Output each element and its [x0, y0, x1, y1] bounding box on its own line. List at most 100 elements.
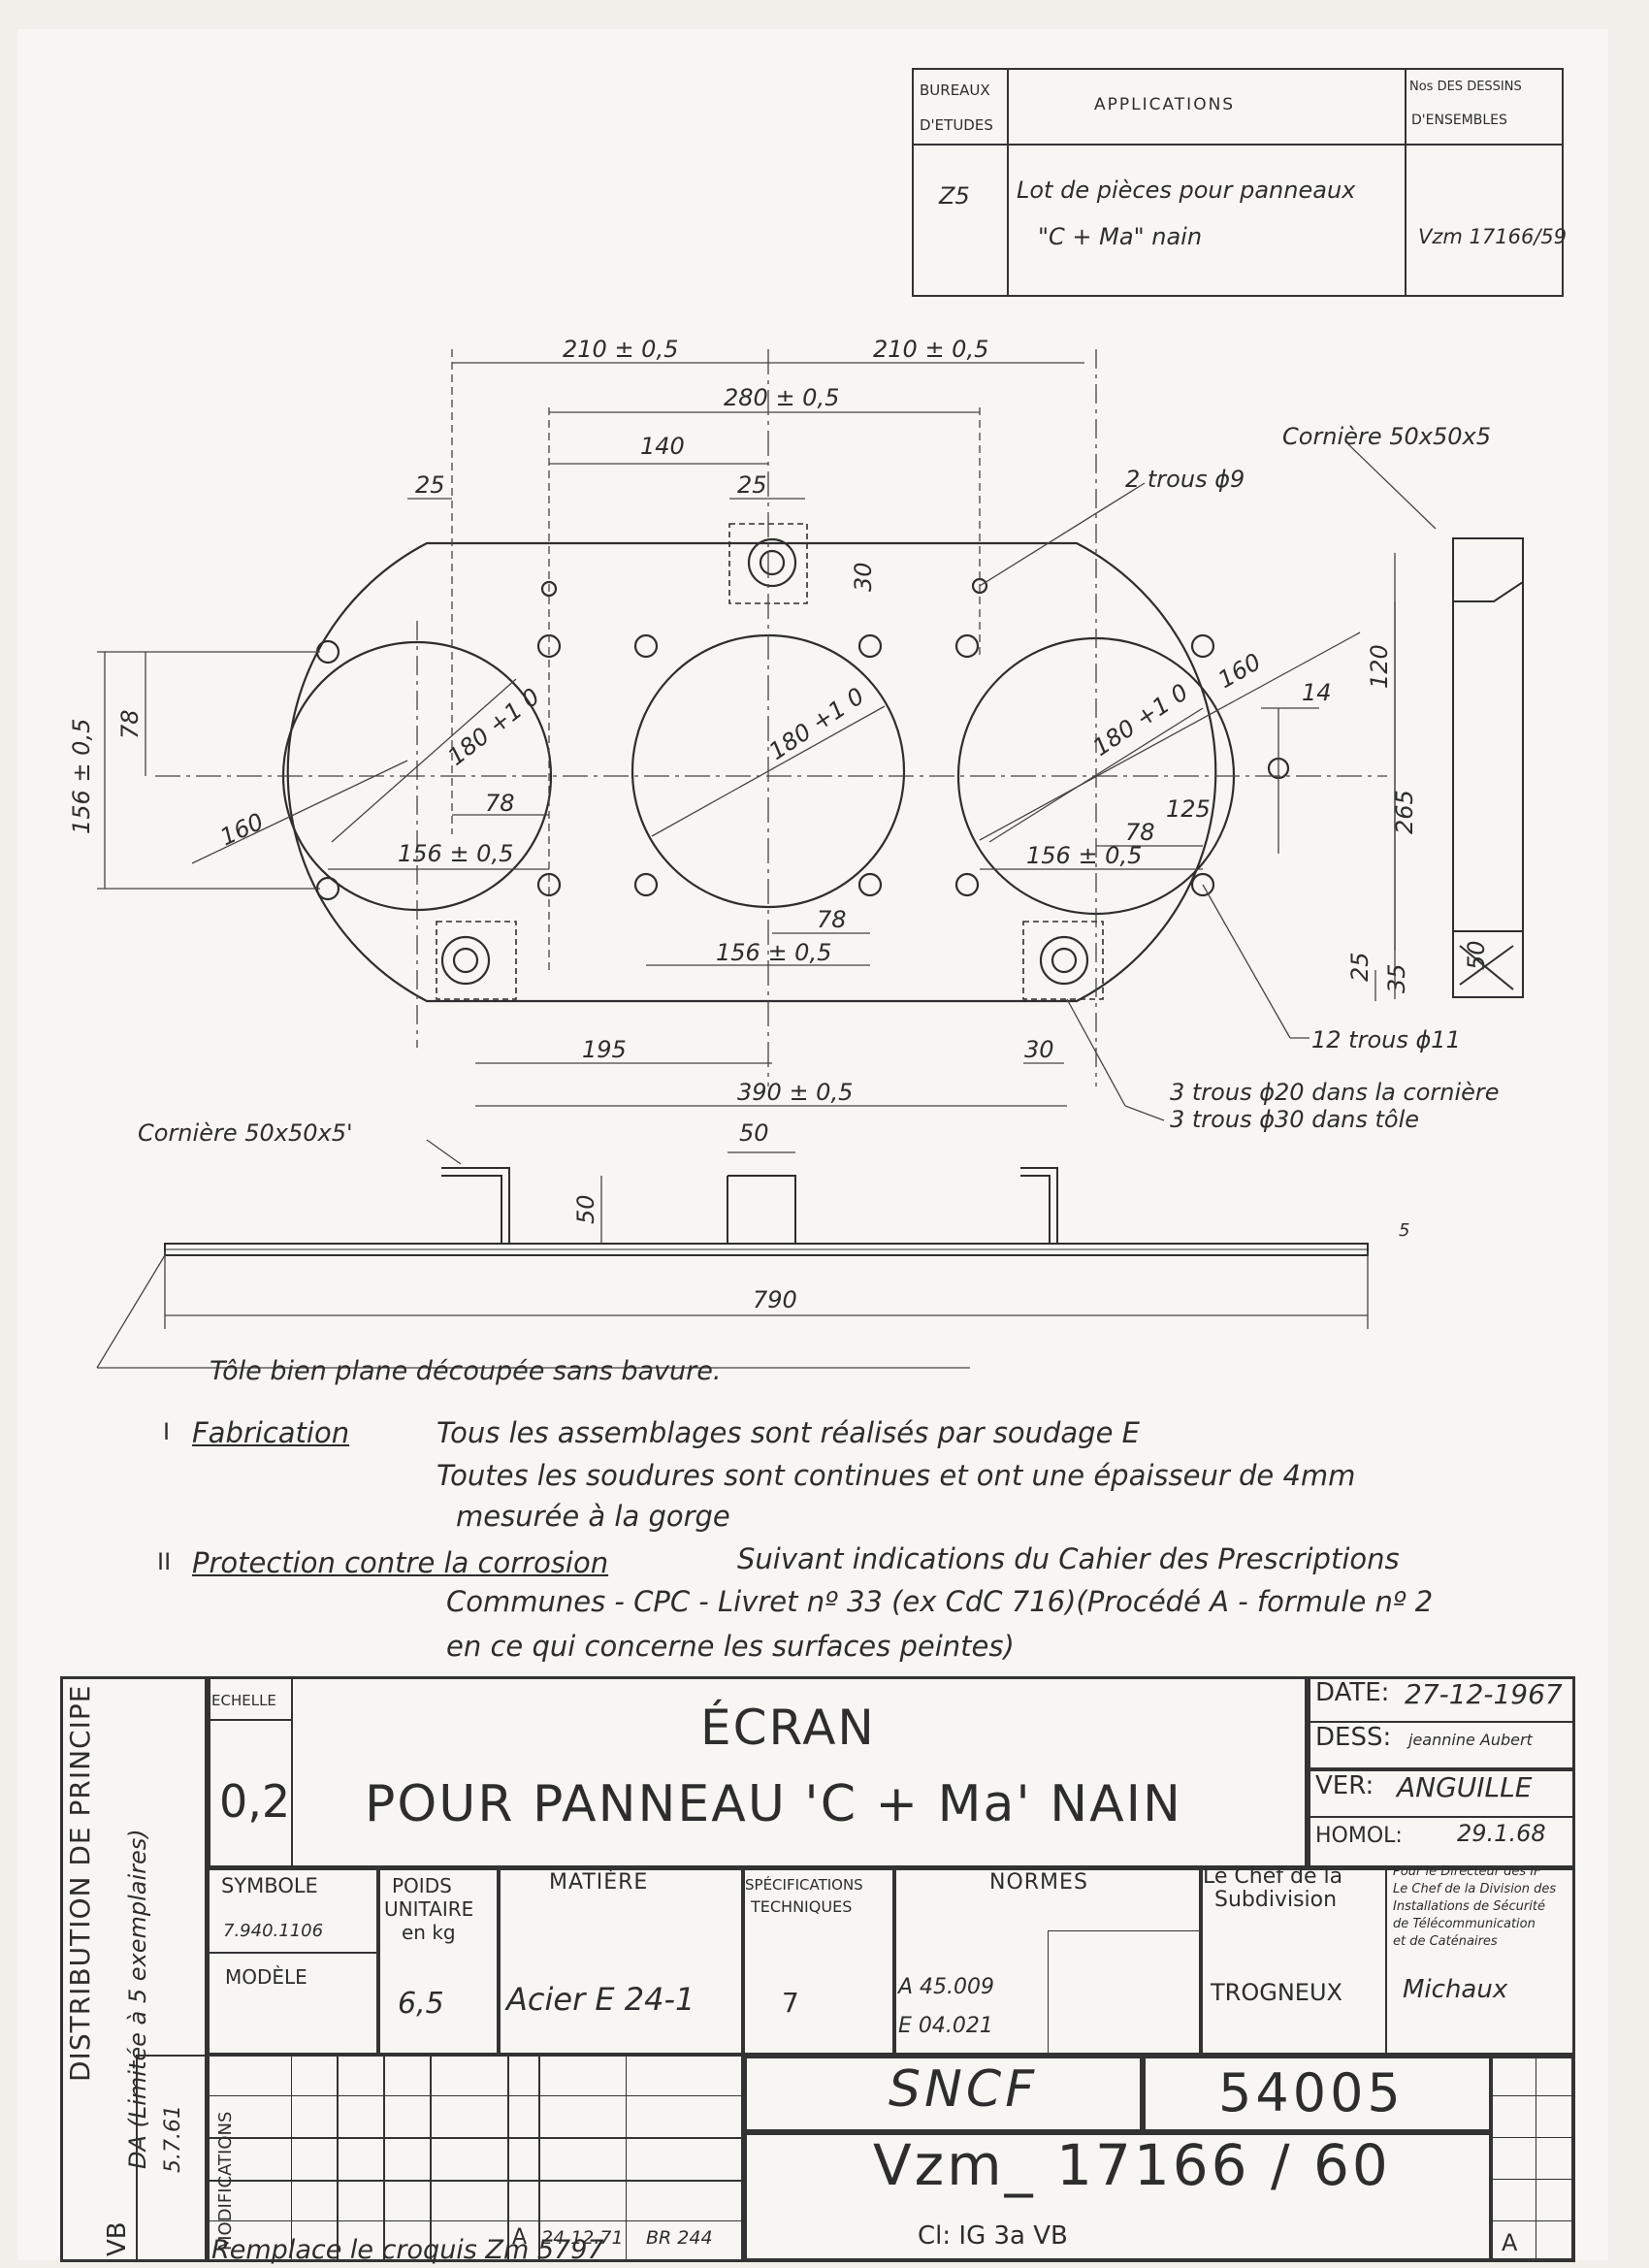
row-code: Z5: [939, 182, 970, 210]
prot-title: Protection contre la corrosion: [192, 1546, 609, 1579]
dim-50-vertical: 50: [572, 1194, 599, 1224]
dim-210-left: 210 ± 0,5: [563, 336, 678, 363]
fab-line-3: mesurée à la gorge: [456, 1500, 730, 1533]
dir-value: Michaux: [1403, 1975, 1508, 2004]
dess-label: DESS:: [1315, 1723, 1392, 1752]
spec-value: 7: [782, 1987, 799, 2019]
dim-78-right: 78: [1125, 819, 1155, 846]
label-holes-11: 12 trous ϕ11: [1311, 1026, 1461, 1053]
rev-br: BR 244: [646, 2227, 713, 2249]
da-label: DA (Limitée à 5 exemplaires): [124, 1829, 151, 2169]
classification: Cl: IG 3a VB: [918, 2221, 1068, 2251]
label-corniere-right: Cornière 50x50x5: [1282, 423, 1491, 450]
rev-letter: A: [512, 2225, 528, 2250]
da-date: 5.7.61: [161, 2105, 185, 2173]
fab-title: Fabrication: [192, 1416, 350, 1449]
plate-outline: [286, 541, 1217, 1003]
poids-value: 6,5: [398, 1987, 444, 2021]
row-drawing-number: Vzm 17166/59: [1418, 225, 1568, 248]
sncf-label: SNCF: [889, 2060, 1039, 2119]
dim-790: 790: [753, 1286, 797, 1313]
prot-line-3: en ce qui concerne les surfaces peintes): [446, 1630, 1015, 1663]
drawing-title-1: ÉCRAN: [700, 1700, 876, 1756]
label-corniere-left: Cornière 50x50x5': [138, 1119, 353, 1147]
modifications-label: MODIFICATIONS: [215, 2111, 236, 2251]
dir-label-5: et de Caténaires: [1393, 1934, 1498, 1949]
date-label: DATE:: [1315, 1678, 1390, 1707]
dim-180-right: 180 +1 0: [1088, 678, 1193, 761]
dim-5: 5: [1399, 1220, 1409, 1241]
drawing-number: 54005: [1218, 2062, 1405, 2123]
label-holes-9: 2 trous ϕ9: [1125, 466, 1245, 493]
col-dessins-2: D'ENSEMBLES: [1411, 113, 1507, 128]
dim-210-right: 210 ± 0,5: [873, 336, 988, 363]
dim-125: 125: [1166, 795, 1211, 823]
col-applications: APPLICATIONS: [1094, 95, 1236, 114]
label-holes-20: 3 trous ϕ20 dans la cornière: [1170, 1079, 1500, 1106]
dim-195: 195: [582, 1036, 627, 1063]
matiere-label: MATIÈRE: [549, 1870, 649, 1895]
dir-label-1: Pour le Directeur des IF: [1393, 1864, 1541, 1879]
dim-78-center: 78: [817, 906, 847, 933]
dim-120: 120: [1366, 644, 1393, 689]
label-holes-30: 3 trous ϕ30 dans tôle: [1170, 1106, 1419, 1133]
sheet-note: Tôle bien plane découpée sans bavure.: [210, 1356, 721, 1386]
normes-label: NORMES: [989, 1870, 1088, 1895]
prot-number: II: [157, 1548, 172, 1575]
dim-50-right: 50: [1463, 940, 1490, 970]
fab-number: I: [163, 1418, 171, 1445]
drawing-sheet: [17, 29, 1608, 2260]
dim-390: 390 ± 0,5: [737, 1079, 853, 1106]
chef-label-2: Subdivision: [1214, 1888, 1338, 1912]
dir-label-2: Le Chef de la Division des: [1393, 1882, 1557, 1896]
dim-160-right: 160: [1213, 648, 1266, 694]
fab-line-2: Toutes les soudures sont continues et on…: [436, 1459, 1356, 1492]
dim-78-left: 78: [485, 790, 515, 817]
poids-label-2: UNITAIRE: [384, 1897, 474, 1921]
modele-label: MODÈLE: [225, 1965, 307, 1989]
matiere-value: Acier E 24-1: [506, 1981, 695, 2018]
echelle-label: ECHELLE: [211, 1692, 276, 1709]
dim-30-bottom: 30: [1024, 1036, 1054, 1063]
normes-value-1: A 45.009: [898, 1975, 995, 1999]
dir-label-4: de Télécommunication: [1393, 1917, 1536, 1931]
dim-14: 14: [1302, 679, 1332, 706]
homol-label: HOMOL:: [1315, 1824, 1403, 1848]
poids-label-1: POIDS: [392, 1874, 452, 1897]
spec-label-2: TECHNIQUES: [751, 1897, 853, 1916]
prot-line-2: Communes - CPC - Livret nº 33 (ex CdC 71…: [446, 1585, 1434, 1618]
col-dessins-1: Nos DES DESSINS: [1409, 80, 1522, 94]
chef-value: TROGNEUX: [1211, 1979, 1342, 2006]
dim-50-section: 50: [739, 1119, 769, 1147]
symbole-value: 7.940.1106: [223, 1921, 324, 1941]
vb-label: VB: [103, 2221, 132, 2256]
fab-line-1: Tous les assemblages sont réalisés par s…: [436, 1416, 1140, 1449]
dim-280: 280 ± 0,5: [724, 384, 839, 411]
poids-label-3: en kg: [402, 1921, 456, 1944]
dess-value: jeannine Aubert: [1408, 1731, 1533, 1749]
homol-value: 29.1.68: [1457, 1820, 1546, 1847]
dim-156-right: 156 ± 0,5: [1026, 842, 1142, 869]
dim-35: 35: [1383, 963, 1410, 993]
dim-25-center: 25: [737, 471, 767, 499]
dim-160-left: 160: [216, 808, 268, 852]
ver-value: ANGUILLE: [1397, 1771, 1533, 1803]
dim-180-left: 180 +1 0: [442, 683, 544, 771]
drawing-reference: Vzm_ 17166 / 60: [873, 2132, 1391, 2198]
col-bureaux-2: D'ETUDES: [920, 116, 993, 134]
symbole-label: SYMBOLE: [221, 1874, 318, 1897]
dim-156-center: 156 ± 0,5: [716, 939, 831, 966]
dim-265: 265: [1391, 790, 1418, 834]
dim-25-left: 25: [415, 471, 445, 499]
normes-value-2: E 04.021: [898, 2014, 993, 2038]
date-value: 27-12-1967: [1405, 1678, 1563, 1710]
dim-78-vertical: 78: [116, 709, 144, 739]
prot-line-1: Suivant indications du Cahier des Prescr…: [737, 1542, 1400, 1575]
col-bureaux-1: BUREAUX: [920, 81, 990, 99]
row-application-2: "C + Ma" nain: [1038, 223, 1203, 250]
dim-140: 140: [640, 433, 685, 460]
remplace-note: Remplace le croquis Zm 5797: [211, 2235, 604, 2265]
dim-156-vertical: 156 ± 0,5: [68, 719, 95, 834]
dim-25-right: 25: [1346, 952, 1374, 982]
